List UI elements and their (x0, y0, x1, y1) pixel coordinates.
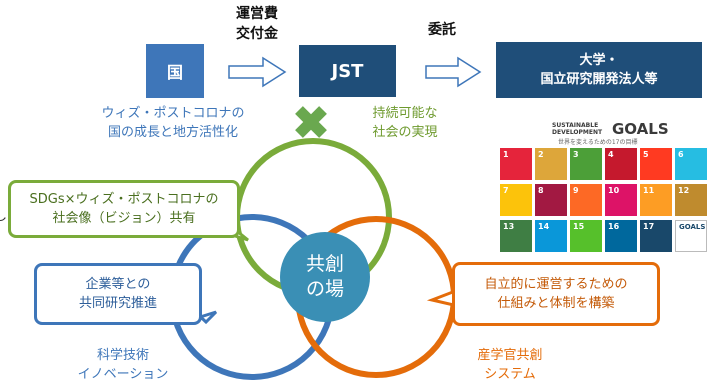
jst-caption: 持続可能な 社会の実現 (372, 106, 438, 140)
sdgs-header-small: SUSTAINABLE DEVELOPMENT (552, 122, 603, 136)
sdgs-header-goals: GOALS (612, 120, 669, 138)
sdg-tile: 4 (605, 148, 637, 180)
kuni-caption: ウィズ・ポストコロナの 国の成長と地方活性化 (101, 106, 245, 140)
cocreation-center: 共創 の場 (280, 232, 370, 322)
kuni-box: 国 (146, 44, 204, 98)
flow-label-a: 運営費 交付金 (236, 6, 278, 42)
sangakukan-caption: 産学官共創 システム (477, 348, 543, 382)
flow-label-b: 委託 (428, 22, 456, 38)
sdg-tile: 15 (570, 220, 602, 252)
sdg-tile: 3 (570, 148, 602, 180)
sdgs-panel: SUSTAINABLE DEVELOPMENT GOALS 世界を変えるための1… (500, 120, 710, 280)
vision-callout: SDGs×ウィズ・ポストコロナの 社会像（ビジョン）共有 (8, 180, 240, 238)
sdg-tile: 6 (675, 148, 707, 180)
sdg-tile: 14 (535, 220, 567, 252)
sdg-tile: 8 (535, 184, 567, 216)
sdg-tile: 2 (535, 148, 567, 180)
sdg-tile: 5 (640, 148, 672, 180)
sdg-tile: 7 (500, 184, 532, 216)
sdg-tile: 9 (570, 184, 602, 216)
jst-box: JST (299, 45, 396, 97)
sdg-tile: 16 (605, 220, 637, 252)
arrow-kuni-to-jst (228, 56, 287, 88)
sdg-tile: GOALS (675, 220, 707, 252)
arrow-jst-to-univ (425, 56, 482, 88)
univ-box: 大学・ 国立研究開発法人等 (496, 42, 702, 98)
joint-research-callout: 企業等との 共同研究推進 (34, 263, 202, 325)
sdg-tile: 11 (640, 184, 672, 216)
kuni-label: 国 (166, 63, 183, 82)
cocreation-label: 共創 の場 (305, 253, 344, 300)
sdg-tile: 17 (640, 220, 672, 252)
sdg-tile: 10 (605, 184, 637, 216)
sdg-tile: 13 (500, 220, 532, 252)
left-edge-char: し (0, 209, 8, 224)
univ-label: 大学・ 国立研究開発法人等 (540, 53, 658, 87)
sdg-tile: 1 (500, 148, 532, 180)
sti-caption: 科学技術 イノベーション (77, 348, 169, 382)
cross-icon (295, 106, 327, 138)
sdgs-subline: 世界を変えるための17の目標 (558, 139, 638, 146)
sdg-tile: 12 (675, 184, 707, 216)
self-sustaining-callout: 自立的に運営するための 仕組みと体制を構築 (452, 262, 660, 326)
jst-label: JST (331, 60, 364, 82)
